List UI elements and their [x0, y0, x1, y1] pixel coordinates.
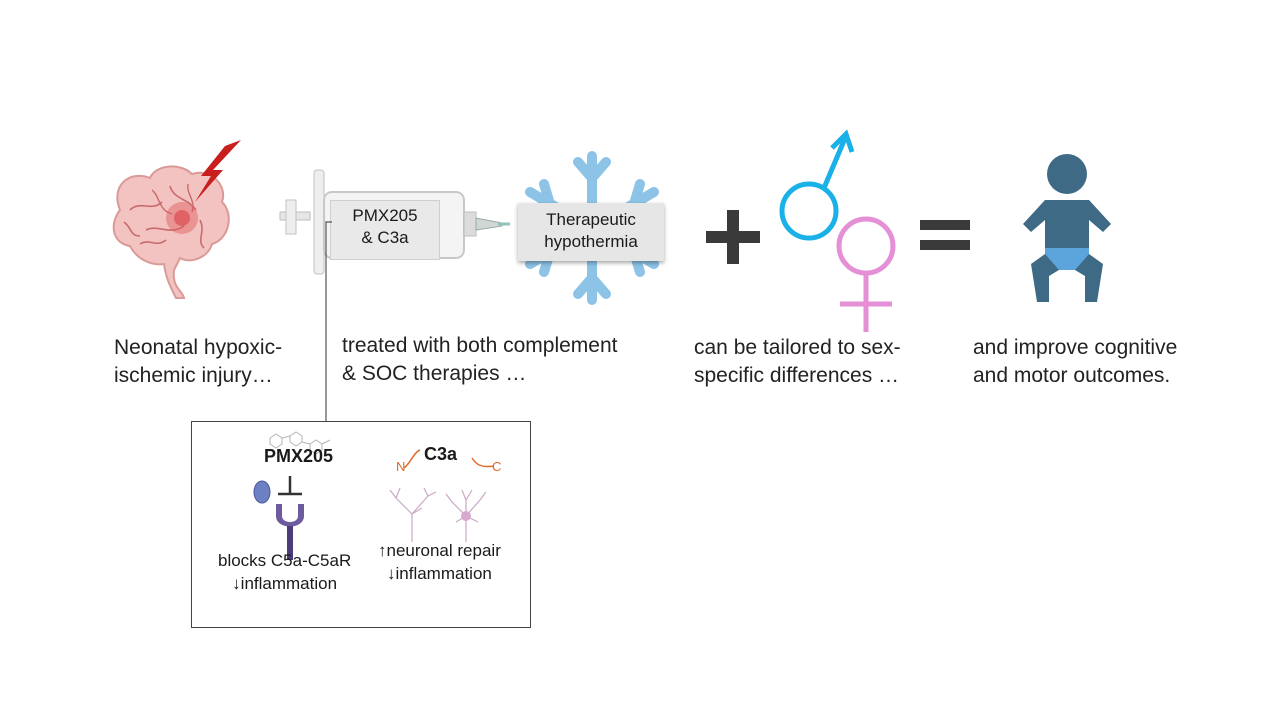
- caption-treatment-line1: treated with both complement: [342, 334, 618, 357]
- pmx205-effect: blocks C5a-C5aR ↓inflammation: [218, 549, 351, 595]
- plus-icon: [706, 210, 760, 264]
- pmx205-title: PMX205: [264, 446, 334, 466]
- caption-outcomes-line1: and improve cognitive: [973, 336, 1178, 359]
- c3a-title: C3a: [424, 444, 458, 464]
- male-symbol-icon: [779, 129, 855, 241]
- hypothermia-line2: hypothermia: [544, 232, 638, 251]
- syringe-label-line1: PMX205: [352, 206, 418, 225]
- female-symbol-icon: [836, 216, 896, 332]
- neuron-icon: [389, 487, 487, 542]
- pmx205-effect-line2: ↓inflammation: [232, 574, 338, 593]
- caption-injury-line2: ischemic injury…: [114, 364, 273, 387]
- lightning-icon: [195, 140, 241, 202]
- c3a-effect-line2: ↓inflammation: [386, 564, 492, 583]
- c3a-n-terminus: N: [396, 459, 406, 474]
- c5ar-blockade-icon: [253, 476, 304, 560]
- c3a-peptide-icon: [403, 449, 495, 469]
- pmx205-effect-line1: blocks C5a-C5aR: [218, 551, 352, 570]
- equals-icon: [920, 220, 970, 250]
- hypothermia-label: Therapeutic hypothermia: [518, 203, 664, 261]
- baby-icon: [1023, 154, 1111, 302]
- caption-sex-line2: specific differences …: [694, 364, 900, 387]
- syringe-drug-label: PMX205 & C3a: [330, 200, 440, 260]
- c3a-c-terminus: C: [492, 459, 502, 474]
- mechanism-inset: PMX205 blocks C5a-C5aR ↓inflammation N C…: [191, 421, 531, 628]
- callout-connector-line: [325, 221, 332, 422]
- caption-treatment: treated with both complement & SOC thera…: [342, 332, 617, 388]
- caption-injury-line1: Neonatal hypoxic-: [114, 336, 283, 359]
- caption-outcomes-line2: and motor outcomes.: [973, 364, 1171, 387]
- caption-treatment-line2: & SOC therapies …: [342, 362, 527, 385]
- c3a-effect: ↑neuronal repair ↓inflammation: [378, 539, 501, 585]
- caption-sex-differences: can be tailored to sex- specific differe…: [694, 334, 901, 390]
- c3a-effect-line1: ↑neuronal repair: [378, 541, 501, 560]
- pmx205-molecule-icon: [269, 431, 331, 455]
- syringe-label-line2: & C3a: [361, 228, 409, 247]
- caption-injury: Neonatal hypoxic- ischemic injury…: [114, 334, 282, 390]
- caption-outcomes: and improve cognitive and motor outcomes…: [973, 334, 1177, 390]
- hypothermia-line1: Therapeutic: [546, 210, 636, 229]
- brain-icon: [112, 165, 230, 299]
- caption-sex-line1: can be tailored to sex-: [694, 336, 901, 359]
